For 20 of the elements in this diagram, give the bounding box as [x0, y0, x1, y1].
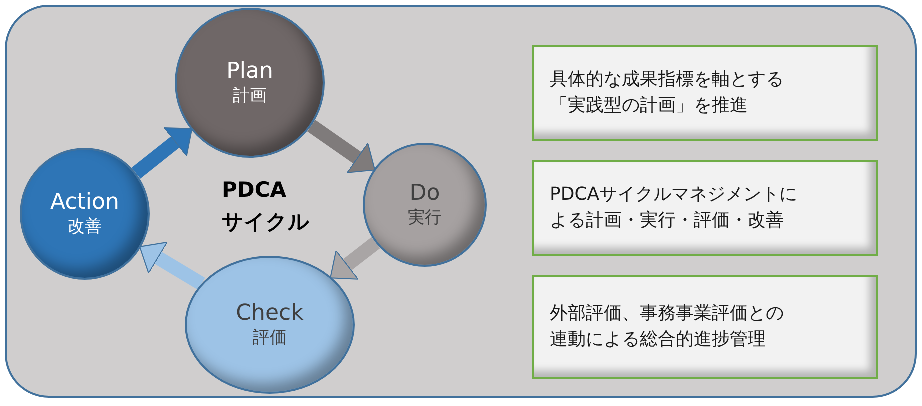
center-title: PDCA	[222, 178, 286, 202]
stage-subtitle: 計画	[233, 84, 267, 107]
arrow	[132, 127, 193, 179]
text-box	[532, 160, 878, 256]
stage-name: Check	[236, 301, 304, 327]
arrow	[139, 242, 206, 290]
stage-name: Do	[410, 181, 440, 207]
stage-subtitle: 改善	[68, 216, 102, 238]
text-box	[532, 45, 878, 141]
center-title: サイクル	[222, 209, 310, 236]
text-box	[532, 275, 878, 379]
stage-name: Plan	[226, 59, 274, 85]
stage-name: Action	[50, 190, 120, 216]
arrow	[308, 120, 376, 174]
box-text: 外部評価、事務事業評価との連動による総合的進捗管理	[550, 302, 785, 352]
stage-subtitle: 評価	[253, 326, 287, 349]
box-text: PDCAサイクルマネジメントによる計画・実行・評価・改善	[550, 182, 799, 233]
stage-subtitle: 実行	[408, 206, 442, 229]
box-text: 具体的な成果指標を軸とする「実践型の計画」を推進	[550, 68, 785, 118]
arrow	[330, 237, 380, 280]
